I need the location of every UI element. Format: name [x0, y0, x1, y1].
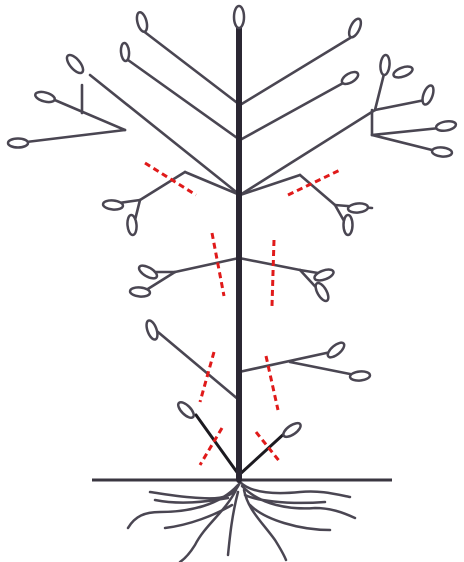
cut-mark [288, 170, 340, 195]
bud [350, 371, 371, 382]
bud [120, 43, 130, 62]
cut-mark [272, 240, 274, 306]
bud [281, 421, 303, 440]
bud [435, 120, 456, 132]
bud [348, 203, 369, 214]
bud [103, 200, 124, 211]
cut-marks [145, 163, 340, 465]
bud [137, 263, 159, 281]
bud [420, 84, 435, 106]
bud [127, 215, 138, 236]
bud [392, 64, 414, 79]
lower-branch-right [239, 432, 286, 475]
bud-top [234, 6, 244, 28]
lower-branch-left [196, 415, 239, 475]
cut-mark [145, 163, 196, 195]
bud [144, 319, 159, 341]
bud [176, 400, 197, 421]
bud [34, 90, 56, 104]
bud [344, 215, 353, 235]
bud [130, 287, 151, 298]
bud [340, 70, 360, 87]
bud [347, 17, 364, 39]
bud [325, 340, 346, 360]
root-system [128, 482, 355, 562]
bud [8, 139, 28, 148]
bud [380, 55, 391, 76]
bud [432, 147, 453, 158]
bud [64, 52, 86, 75]
buds [8, 6, 457, 439]
bud [135, 11, 149, 33]
branches [18, 30, 440, 400]
bud [313, 281, 331, 303]
bud [313, 267, 335, 282]
